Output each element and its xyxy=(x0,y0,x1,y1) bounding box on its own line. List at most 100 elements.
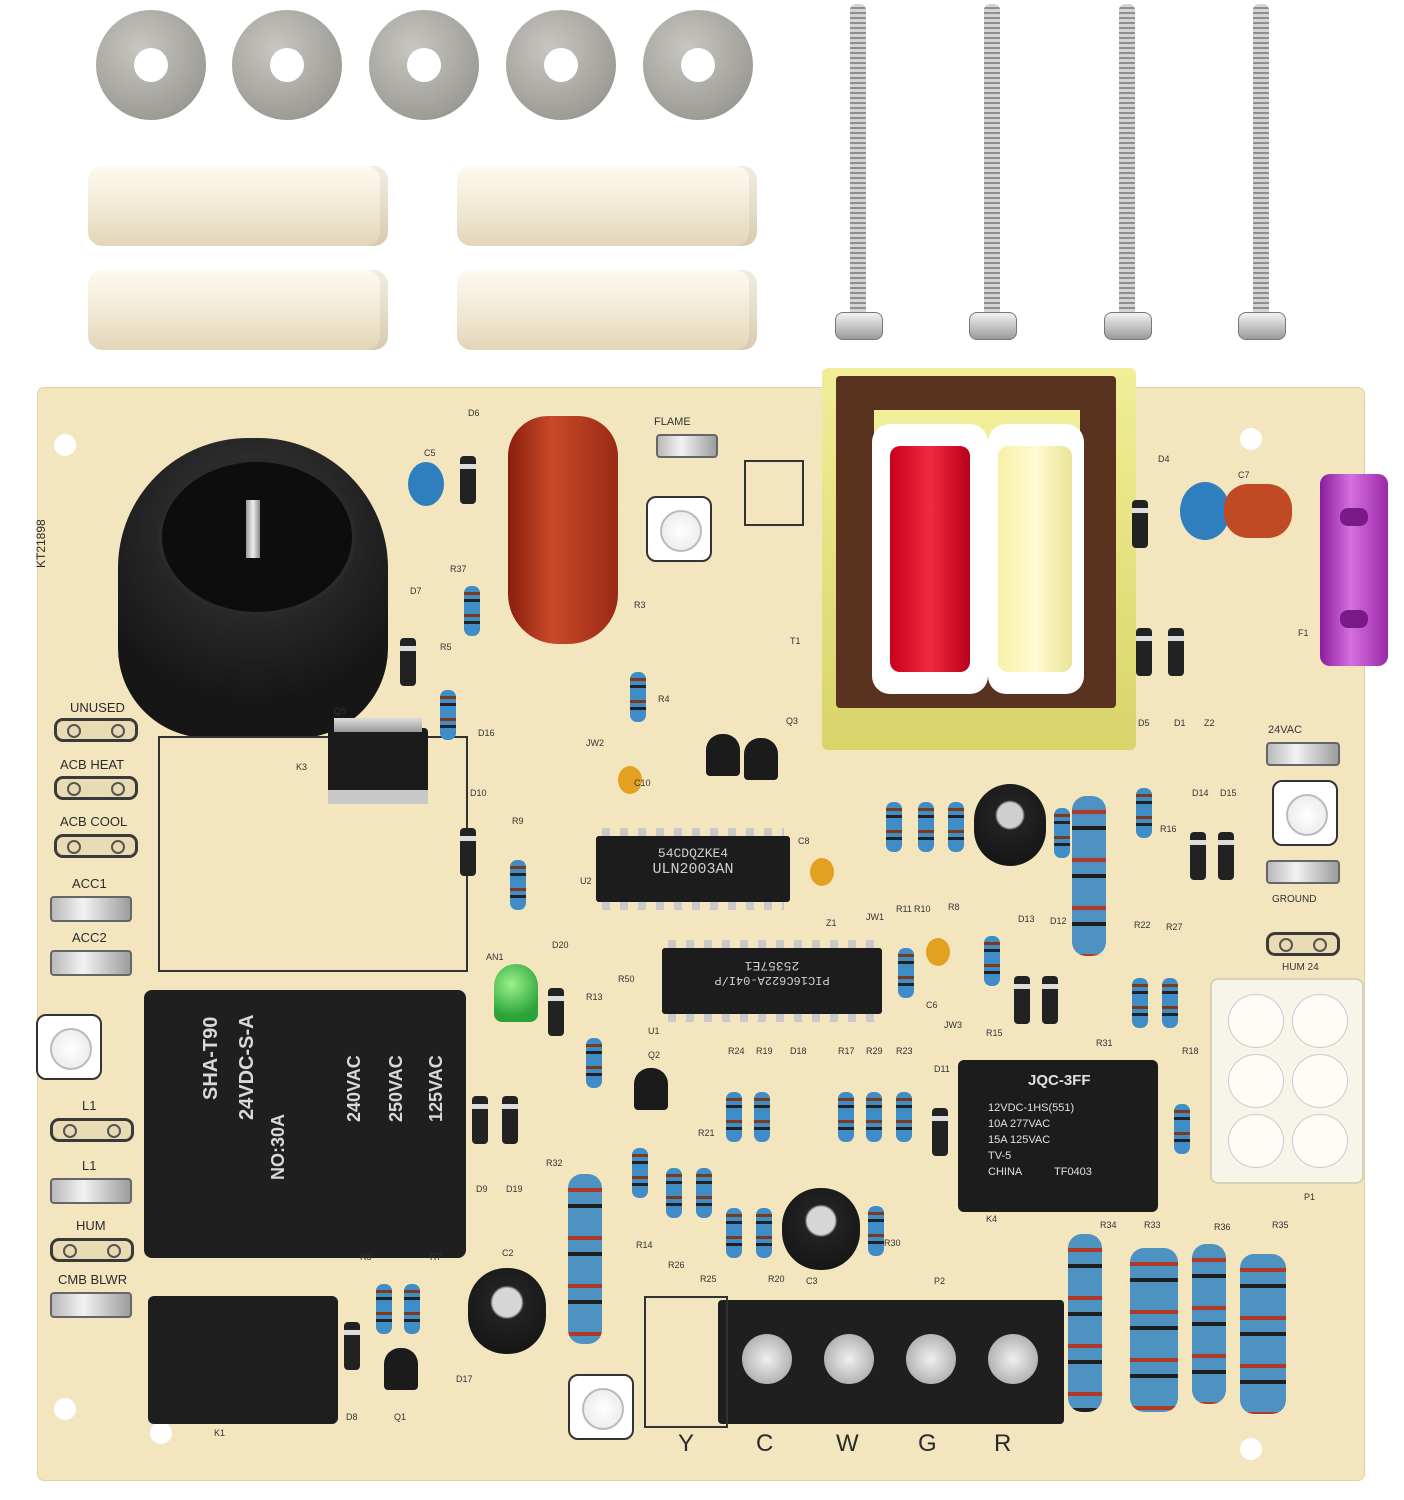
resistor xyxy=(630,672,646,722)
ref-r8b: R8 xyxy=(360,1252,372,1262)
diode-d6 xyxy=(460,456,476,504)
ref-r32: R32 xyxy=(546,1158,563,1168)
ref-r50: R50 xyxy=(618,974,635,984)
screw-head xyxy=(969,312,1017,340)
power-resistor-r33 xyxy=(1130,1248,1178,1412)
resistor xyxy=(896,1092,912,1142)
capacitor-c10 xyxy=(618,766,642,794)
fuse-f1 xyxy=(1320,474,1388,666)
ref-d7: D7 xyxy=(410,586,422,596)
mounting-hole xyxy=(54,1398,76,1420)
ref-r21: R21 xyxy=(698,1128,715,1138)
diode-d20 xyxy=(548,988,564,1036)
resistor xyxy=(898,948,914,998)
standoff-right xyxy=(1272,780,1338,846)
resistor xyxy=(1132,978,1148,1028)
relay-k1 xyxy=(148,1296,338,1424)
diode-d7 xyxy=(400,638,416,686)
diode-d12 xyxy=(1042,976,1058,1024)
resistor xyxy=(464,586,480,636)
ref-r37: R37 xyxy=(450,564,467,574)
pad-acb-heat xyxy=(54,776,138,800)
led-an1 xyxy=(494,964,538,1022)
control-board: KT21898 UNUSED ACB HEAT ACB COOL ACC1 AC… xyxy=(34,368,1388,1480)
spade-24vac xyxy=(1266,742,1340,766)
connector-p1 xyxy=(1210,978,1364,1184)
resistor xyxy=(868,1206,884,1256)
ref-c8: C8 xyxy=(798,836,810,846)
ref-p1: P1 xyxy=(1304,1192,1316,1202)
spade-cmb-blwr xyxy=(50,1292,132,1318)
ic-u2-line1: 54CDQZKE4 xyxy=(657,846,729,861)
ref-r18: R18 xyxy=(1182,1046,1199,1056)
ref-d11: D11 xyxy=(934,1064,950,1074)
pressure-switch xyxy=(118,438,388,738)
ref-d9: D9 xyxy=(476,1184,488,1194)
ref-r8: R8 xyxy=(948,902,960,912)
relay-k2-contact: NO:30A xyxy=(268,1113,288,1180)
ref-r5: R5 xyxy=(440,642,452,652)
ref-d20: D20 xyxy=(552,940,569,950)
resistor xyxy=(666,1168,682,1218)
spade-acc2 xyxy=(50,950,132,976)
ref-r19: R19 xyxy=(756,1046,773,1056)
transistor-q4 xyxy=(706,734,740,776)
voltage-regulator-q5 xyxy=(328,718,428,804)
resistor xyxy=(440,690,456,740)
diode-d9 xyxy=(472,1096,488,1144)
flame-spade xyxy=(656,434,718,458)
capacitor-c8 xyxy=(810,858,834,886)
ref-z1: Z1 xyxy=(826,918,837,928)
ref-r13: R13 xyxy=(586,992,603,1002)
resistor xyxy=(984,936,1000,986)
ref-r22: R22 xyxy=(1134,920,1151,930)
ic-u1-line2: PIC16C622A-04I/P xyxy=(714,973,830,987)
label-hum24: HUM 24 xyxy=(1282,962,1319,973)
ic-u2: 54CDQZKE4 ULN2003AN xyxy=(596,828,790,910)
transformer-t1 xyxy=(822,368,1136,750)
ref-q5: Q5 xyxy=(334,706,347,716)
ref-jw1: JW1 xyxy=(866,912,884,922)
resistor xyxy=(726,1092,742,1142)
ref-r20: R20 xyxy=(768,1274,785,1284)
capacitor-c6 xyxy=(926,938,950,966)
ref-r25: R25 xyxy=(700,1274,717,1284)
resistor xyxy=(838,1092,854,1142)
resistor xyxy=(756,1208,772,1258)
diode-d14 xyxy=(1190,832,1206,880)
ref-d18: D18 xyxy=(790,1046,807,1056)
capacitor-c7 xyxy=(1224,484,1292,538)
washer xyxy=(643,10,753,120)
diode-d10 xyxy=(460,828,476,876)
diode-d1 xyxy=(1168,628,1184,676)
diode-d4 xyxy=(1132,500,1148,548)
ref-r14: R14 xyxy=(636,1240,653,1250)
ref-r26: R26 xyxy=(668,1260,685,1270)
mounting-hole xyxy=(54,434,76,456)
ref-d12: D12 xyxy=(1050,916,1067,926)
ref-d6: D6 xyxy=(468,408,480,418)
mounting-hole xyxy=(1240,1438,1262,1460)
ref-r35: R35 xyxy=(1272,1220,1289,1230)
nylon-spacer xyxy=(457,166,757,246)
label-ground: GROUND xyxy=(1272,894,1317,905)
ref-q1: Q1 xyxy=(394,1412,407,1422)
diode-d11 xyxy=(932,1108,948,1156)
ref-c7: C7 xyxy=(1238,470,1250,480)
nylon-spacer xyxy=(457,270,757,350)
ref-c10: C10 xyxy=(634,778,651,788)
ref-d1: D1 xyxy=(1174,718,1186,728)
ref-r7: R7 xyxy=(430,1252,442,1262)
pad-acb-cool xyxy=(54,834,138,858)
screw-head xyxy=(1104,312,1152,340)
ceramic-capacitor xyxy=(1180,482,1230,540)
resistor xyxy=(1136,788,1152,838)
ref-d17: D17 xyxy=(456,1374,473,1384)
relay-k2-rating1: 240VAC xyxy=(344,1055,364,1122)
transistor-q1 xyxy=(384,1348,418,1390)
pad-label-unused: UNUSED xyxy=(70,700,125,715)
ref-r11: R11 xyxy=(896,904,912,914)
spade-acc1 xyxy=(50,896,132,922)
mounting-screw xyxy=(1119,4,1135,314)
